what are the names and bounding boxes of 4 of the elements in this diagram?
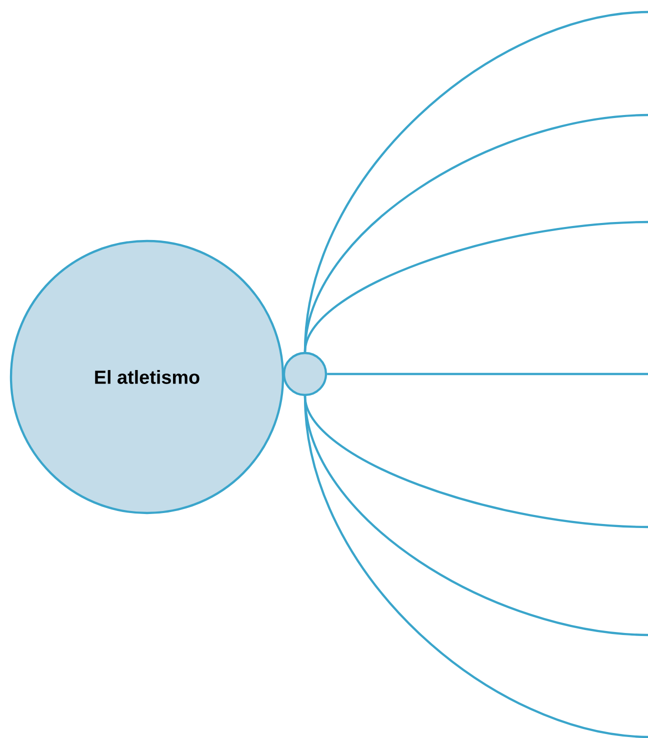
branch-line [304, 220, 648, 352]
branch-line [327, 372, 648, 376]
branch-line [304, 396, 648, 738]
connector-circle [282, 352, 328, 396]
